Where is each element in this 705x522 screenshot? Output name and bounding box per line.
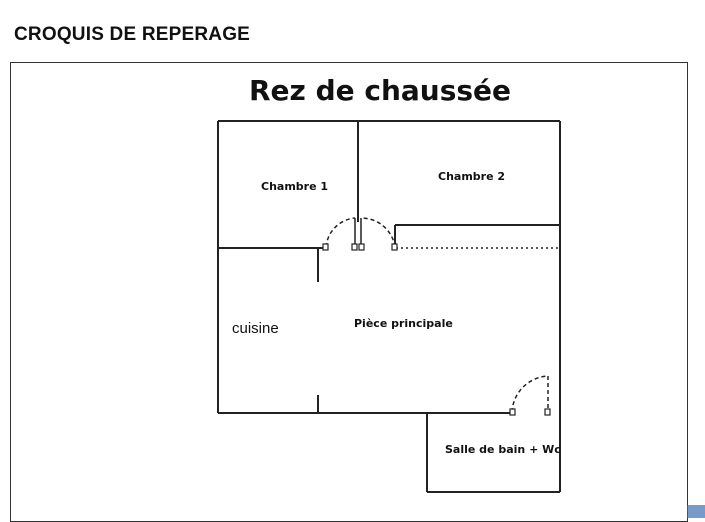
room-label-chambre2: Chambre 2 [438, 170, 505, 183]
walls [217, 120, 561, 493]
doors [325, 217, 560, 413]
door-chambre2 [360, 217, 396, 248]
floor-title: Rez de chaussée [248, 74, 512, 107]
watermark-logo [687, 505, 705, 518]
door-bathroom [511, 375, 549, 413]
room-label-chambre1: Chambre 1 [261, 180, 328, 193]
door-chambre1 [325, 217, 356, 248]
room-label-cuisine: cuisine [232, 320, 279, 337]
page-heading: CROQUIS DE REPERAGE [14, 24, 251, 45]
door-hinges [322, 243, 551, 416]
room-label-salle-de-bain: Salle de bain + Wc [445, 443, 561, 456]
room-label-piece-principale: Pièce principale [354, 317, 453, 330]
